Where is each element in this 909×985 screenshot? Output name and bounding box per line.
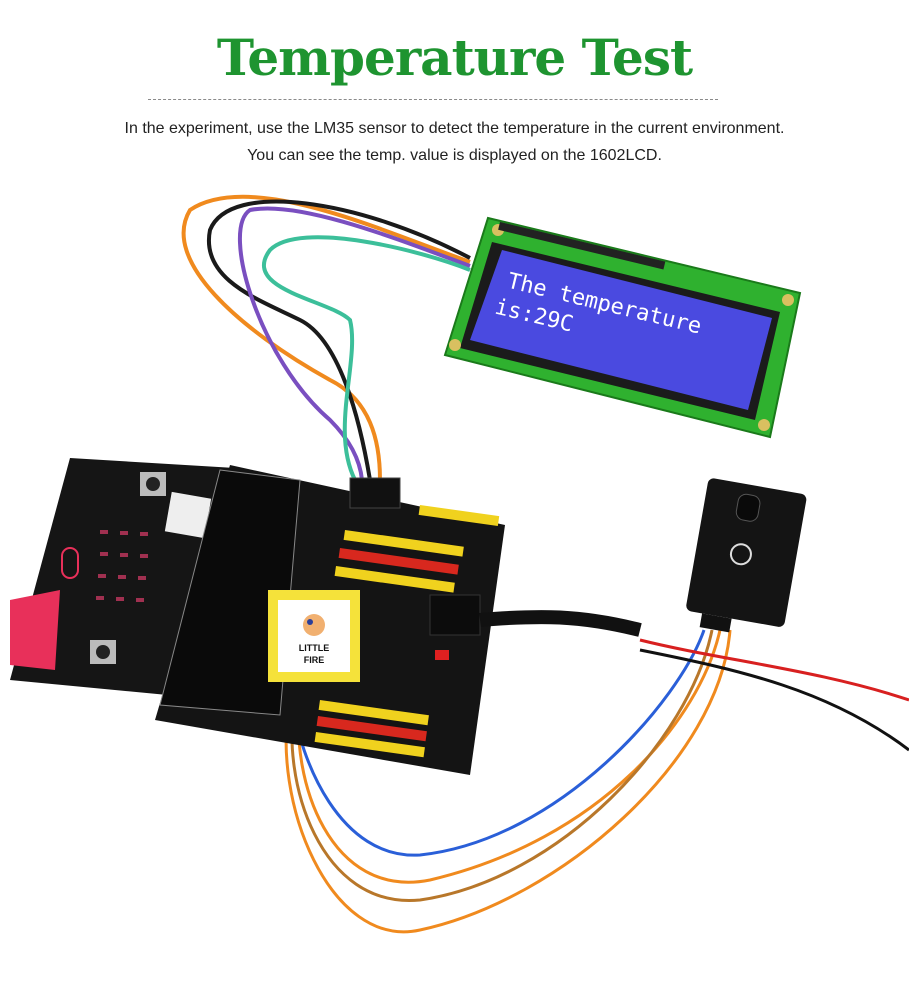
description-line-1: In the experiment, use the LM35 sensor t… (124, 120, 785, 137)
lcd-wires (181, 194, 471, 481)
title-divider (148, 99, 718, 100)
description-line-2: You can see the temp. value is displayed… (247, 147, 662, 164)
pin-headers (314, 505, 500, 758)
lcd-1602-module: The temperature is:29C (443, 216, 802, 439)
sensor-wires (284, 629, 909, 934)
page-title: Temperature Test (216, 28, 693, 87)
expansion-shield (155, 465, 642, 775)
lm35-sensor-module (686, 478, 807, 633)
little-fire-logo: LITTLE FIRE (268, 590, 360, 682)
svg-text:LITTLE: LITTLE (299, 643, 330, 653)
svg-text:FIRE: FIRE (304, 655, 325, 665)
